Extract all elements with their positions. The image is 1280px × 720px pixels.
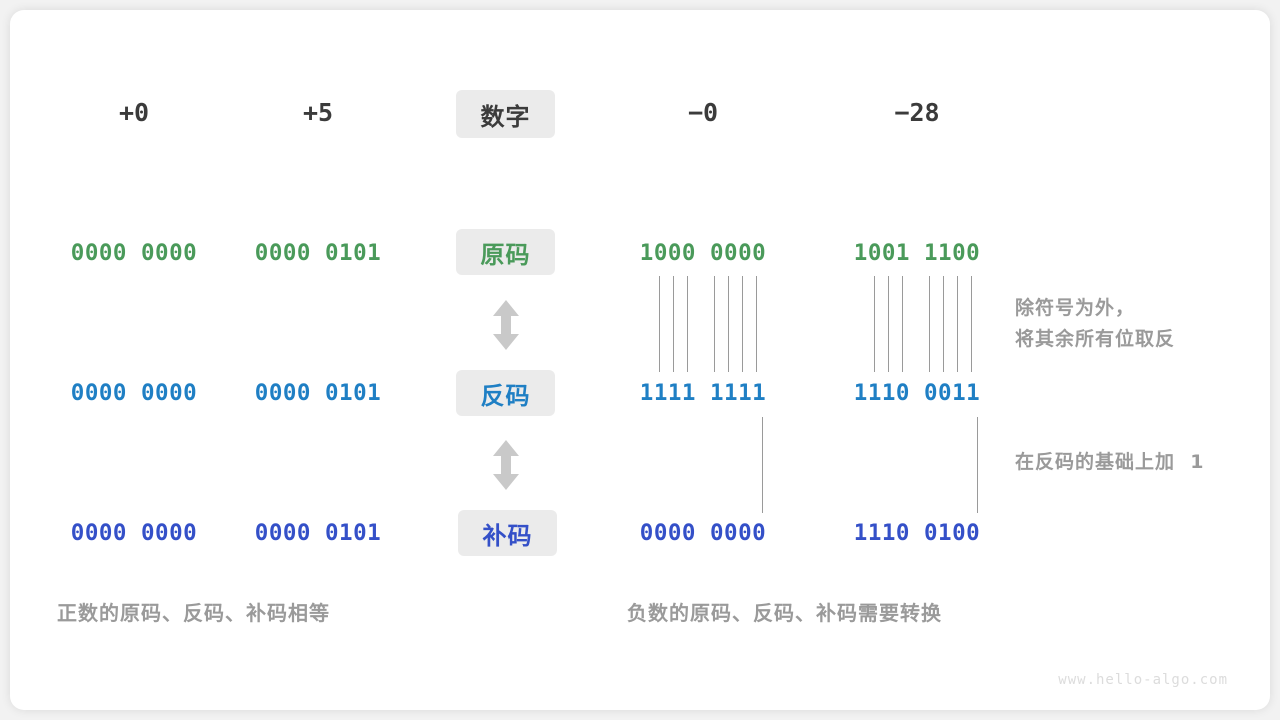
- bit-connector-neg0-1: [659, 276, 660, 372]
- bit-connector-neg0-7: [756, 276, 757, 372]
- double-arrow-icon: [493, 300, 519, 350]
- true-form-pos0: 0000 0000: [70, 240, 198, 266]
- twos-complement-pos5: 0000 0101: [254, 520, 382, 546]
- ones-complement-pos5: 0000 0101: [254, 380, 382, 406]
- caption-positive: 正数的原码、反码、补码相等: [57, 601, 330, 625]
- column-header-neg28: −28: [894, 98, 940, 127]
- bit-connector-neg28-4: [929, 276, 930, 372]
- row-label-ones-complement: 反码: [456, 370, 555, 416]
- bit-connector-neg0-3: [687, 276, 688, 372]
- column-header-neg0: −0: [687, 98, 719, 127]
- bit-connector-neg28-2: [888, 276, 889, 372]
- bit-connector-neg28-1: [874, 276, 875, 372]
- carry-connector-neg0: [762, 417, 763, 513]
- caption-negative: 负数的原码、反码、补码需要转换: [627, 601, 942, 625]
- bit-connector-neg0-6: [742, 276, 743, 372]
- bit-connector-neg0-2: [673, 276, 674, 372]
- bit-connector-neg28-5: [943, 276, 944, 372]
- bit-connector-neg28-7: [971, 276, 972, 372]
- ones-complement-neg28: 1110 0011: [853, 380, 981, 406]
- site-watermark: www.hello-algo.com: [1058, 672, 1228, 688]
- true-form-neg28: 1001 1100: [853, 240, 981, 266]
- equivalence-arrow-top: [489, 298, 523, 357]
- row-label-true-form: 原码: [456, 229, 555, 275]
- twos-complement-neg28: 1110 0100: [853, 520, 981, 546]
- bit-connector-neg0-5: [728, 276, 729, 372]
- twos-complement-neg0: 0000 0000: [639, 520, 767, 546]
- note-add-one: 在反码的基础上加 1: [1015, 451, 1205, 473]
- row-label-twos-complement: 补码: [458, 510, 557, 556]
- ones-complement-pos0: 0000 0000: [70, 380, 198, 406]
- column-header-pos5: +5: [302, 98, 334, 127]
- bit-connector-neg28-6: [957, 276, 958, 372]
- twos-complement-pos0: 0000 0000: [70, 520, 198, 546]
- true-form-neg0: 1000 0000: [639, 240, 767, 266]
- bit-connector-neg0-4: [714, 276, 715, 372]
- row-label-number: 数字: [456, 90, 555, 138]
- carry-connector-neg28: [977, 417, 978, 513]
- diagram-card: +0 +5 数字 −0 −28 0000 0000 0000 0101 原码 1…: [10, 10, 1270, 710]
- ones-complement-neg0: 1111 1111: [639, 380, 767, 406]
- bit-connector-neg28-3: [902, 276, 903, 372]
- note-invert-bits: 除符号为外， 将其余所有位取反: [1015, 297, 1176, 350]
- column-header-pos0: +0: [118, 98, 150, 127]
- equivalence-arrow-bottom: [489, 438, 523, 497]
- true-form-pos5: 0000 0101: [254, 240, 382, 266]
- double-arrow-icon: [493, 440, 519, 490]
